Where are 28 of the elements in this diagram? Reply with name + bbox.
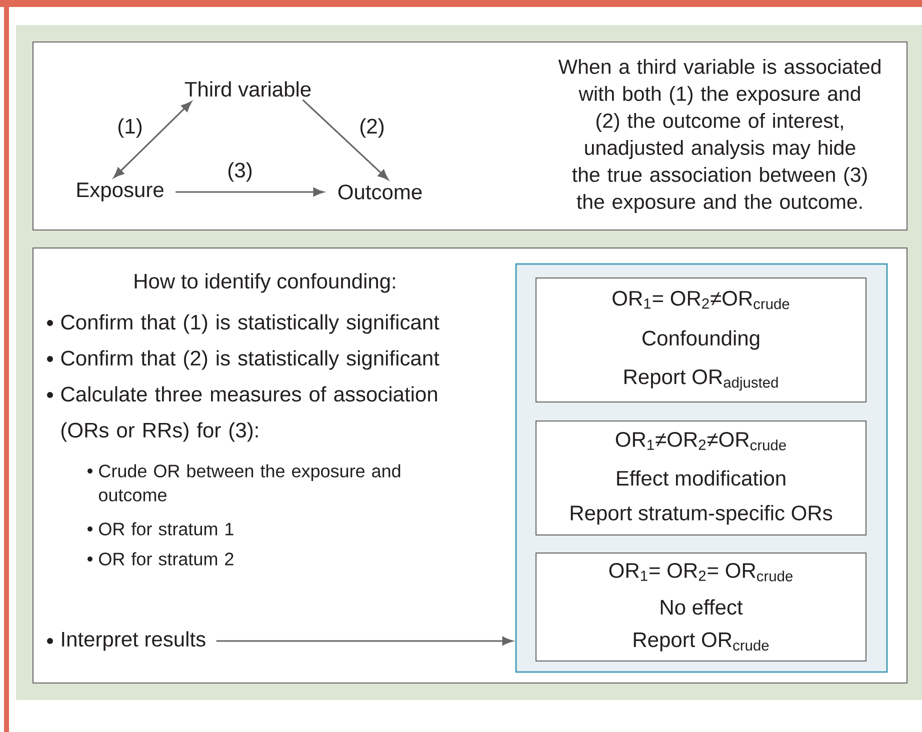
report-text: Report stratum-specific ORs [570,505,832,525]
variable-label: Exposure [77,182,164,202]
arrow [302,99,388,180]
formula-text: OR$_{1}$= OR$_{2}$= OR$_{crude}$ [609,563,792,582]
arrow [176,188,324,196]
bullet-text: Confirm that (2) is statistically significant [61,350,440,370]
bullet-text: OR for stratum 2 [99,552,234,566]
bullet-text: Interpret results [62,631,206,651]
result-label: No effect [660,599,743,615]
bullet-text: Confirm that (1) is statistically significant [61,314,440,334]
bullet-text: Calculate three measures of association (ORs or RRs) for (3): [61,386,437,442]
edge-label: (3) [226,161,254,183]
formula-text: OR$_{1}$= OR$_{2}$≠OR$_{crude}$ [612,290,790,310]
edge-label: (2) [358,117,386,139]
report-text: Report OR$_{crude}$ [634,632,769,652]
description-text: When a third variable is associated with both (1) the exposure and (2) the outcome of interest, unadjusted analysis may hide the true association between (3) the exposure and the outcome. [558,58,880,214]
list-heading: How to identify confounding: [134,273,395,293]
result-label: Confounding [642,330,760,350]
formula-text: OR$_{1}$≠OR$_{2}$≠OR$_{crude}$ [616,432,786,450]
edge-label: (1) [116,117,144,139]
arrow [114,101,192,178]
variable-label: Outcome [338,184,422,200]
bullet-text: Crude OR between the exposure and outcome [98,464,400,502]
report-text: Report OR$_{adjusted}$ [624,369,778,391]
bullet-text: OR for stratum 1 [99,522,234,536]
variable-label: Third variable [184,81,311,97]
arrow [216,636,513,646]
result-label: Effect modification [617,470,786,486]
